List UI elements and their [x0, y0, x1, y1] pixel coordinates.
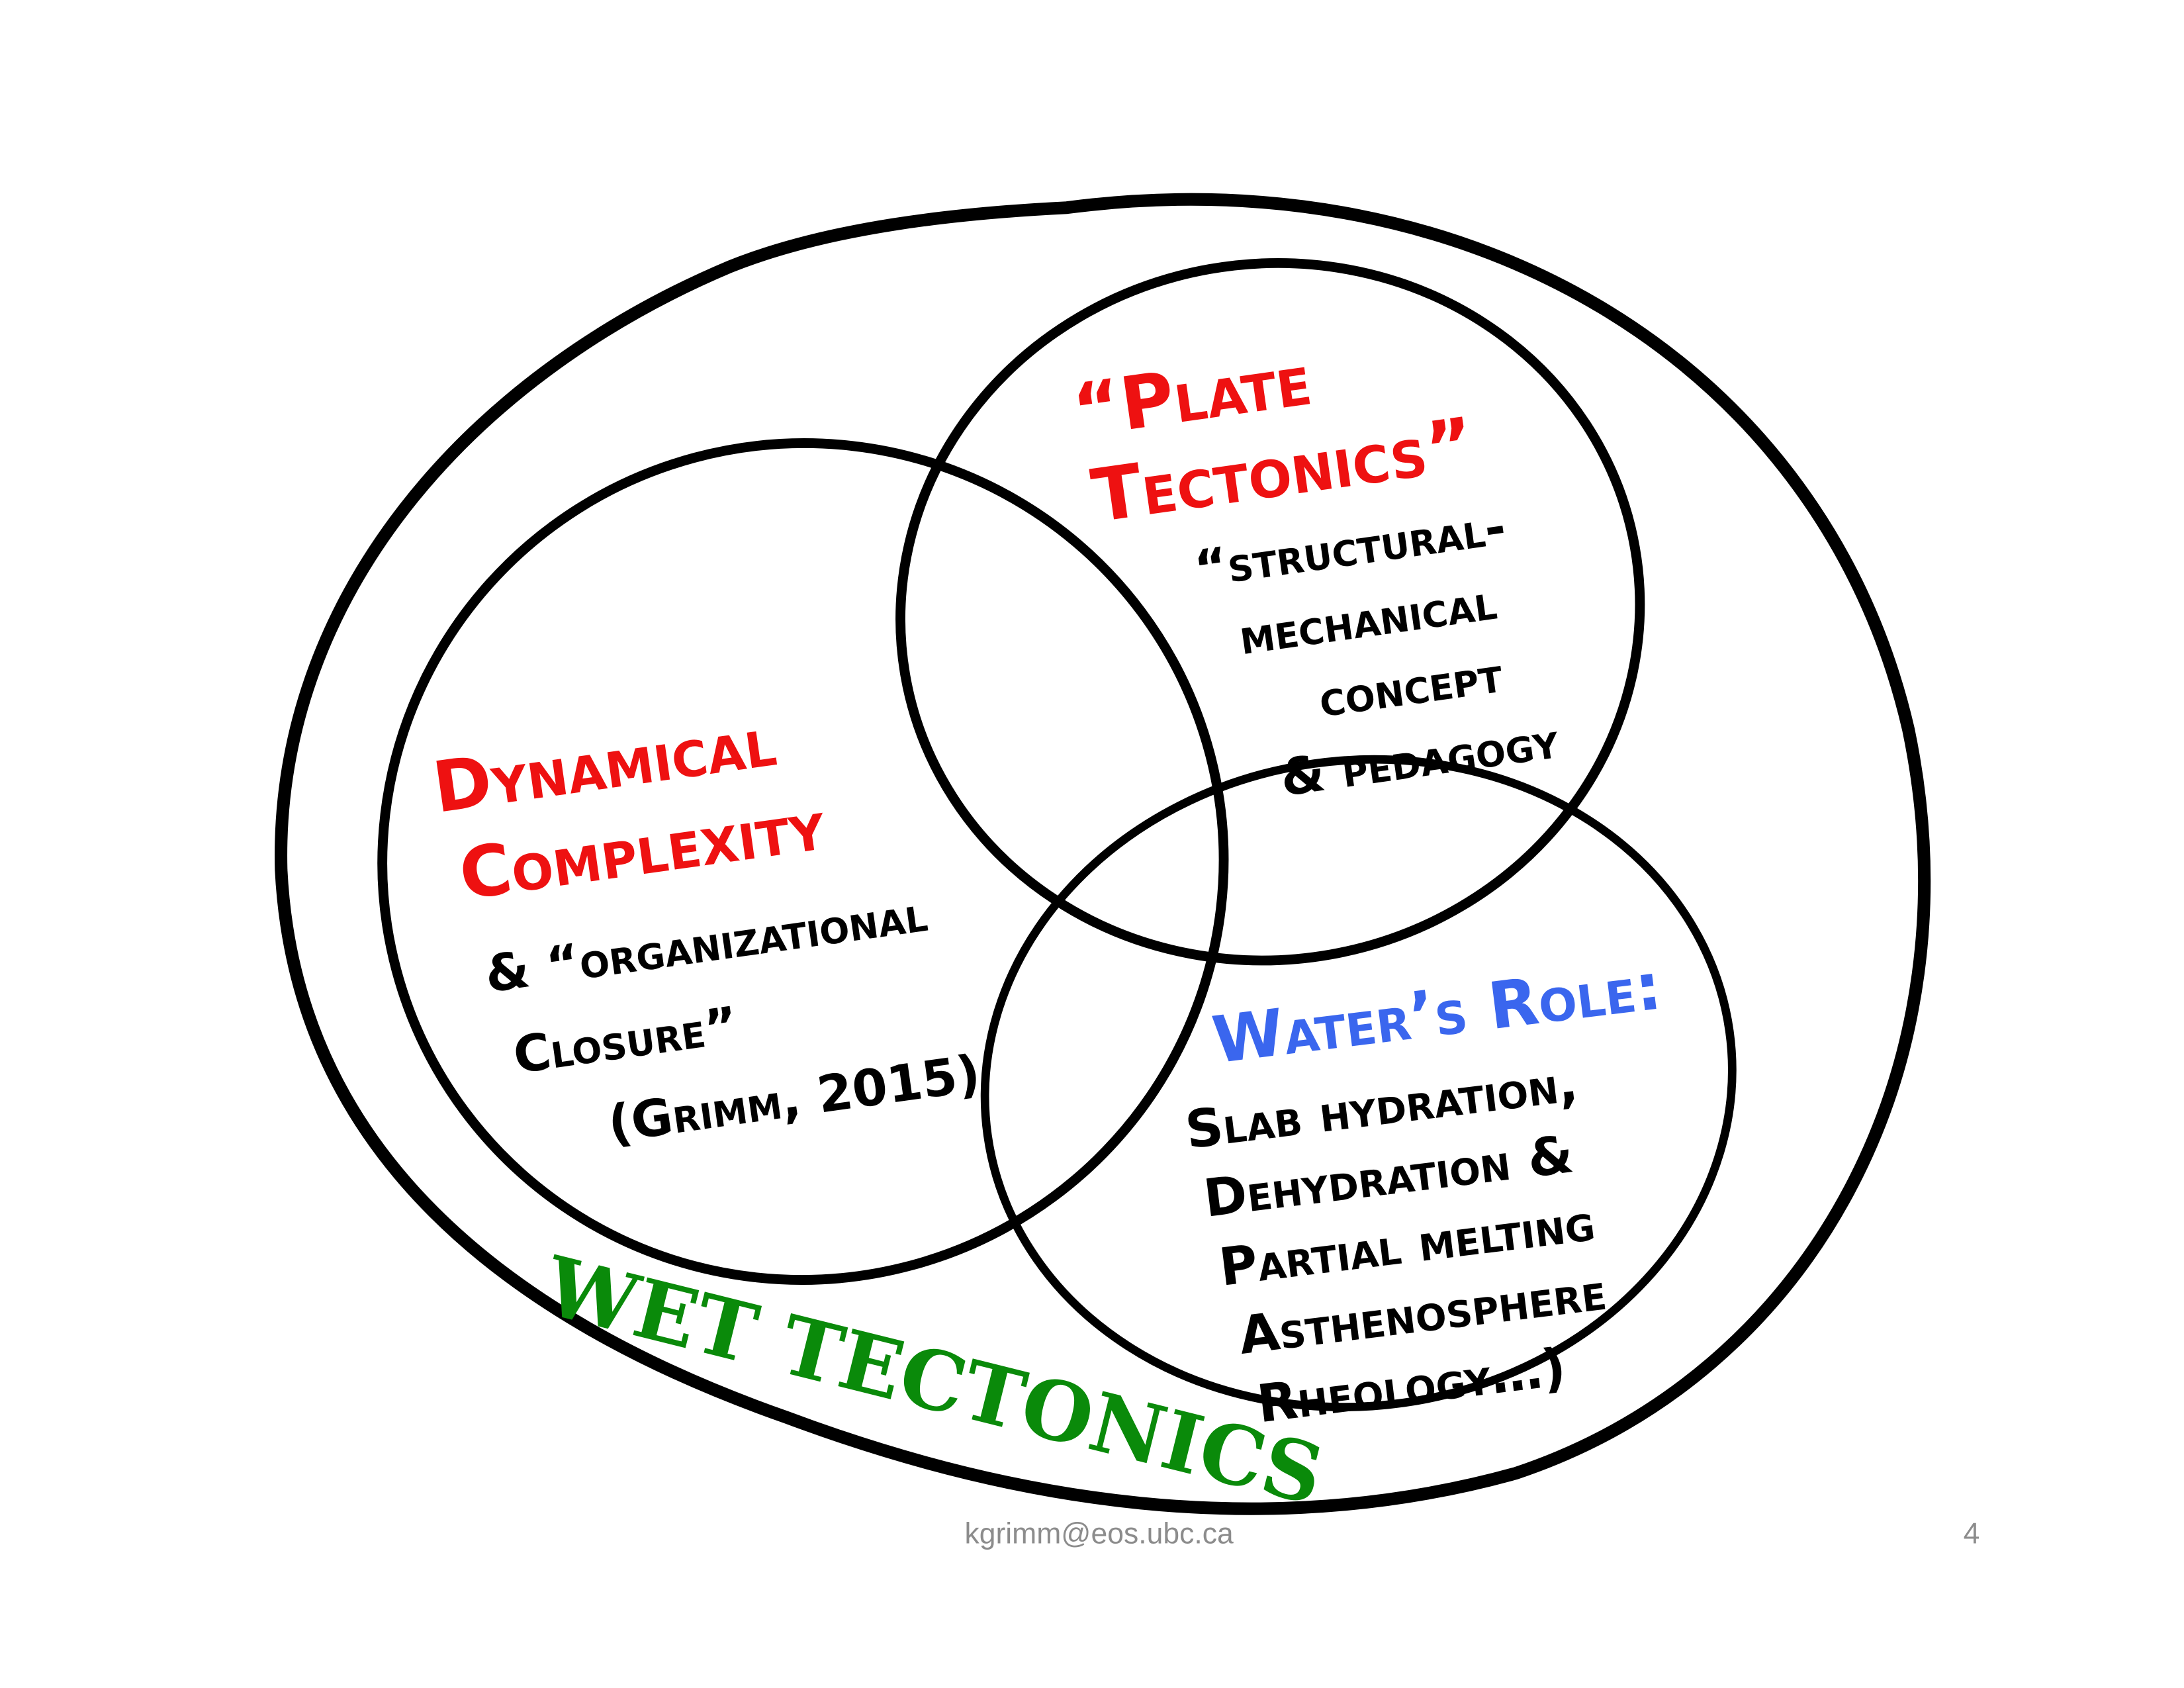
- waters-role-title: Water’s Role:: [1208, 948, 1666, 1078]
- outer-boundary-wet-tectonics: [275, 193, 1931, 1515]
- dynamical-complexity-body-line-2: Closure”: [510, 995, 741, 1085]
- wet-tectonics-label: Wet Tectonics: [535, 1238, 1332, 1524]
- circle-dynamical-complexity: [377, 438, 1229, 1285]
- plate-tectonics-body-line-3: concept: [1315, 645, 1506, 729]
- circle-plate-tectonics: [895, 258, 1645, 966]
- plate-tectonics-body-line-4: & pedagogy: [1277, 710, 1562, 808]
- circle-waters-role: [980, 755, 1737, 1411]
- page-number: 4: [1964, 1518, 1980, 1550]
- footer-email[interactable]: kgrimm@eos.ubc.ca: [964, 1518, 1233, 1550]
